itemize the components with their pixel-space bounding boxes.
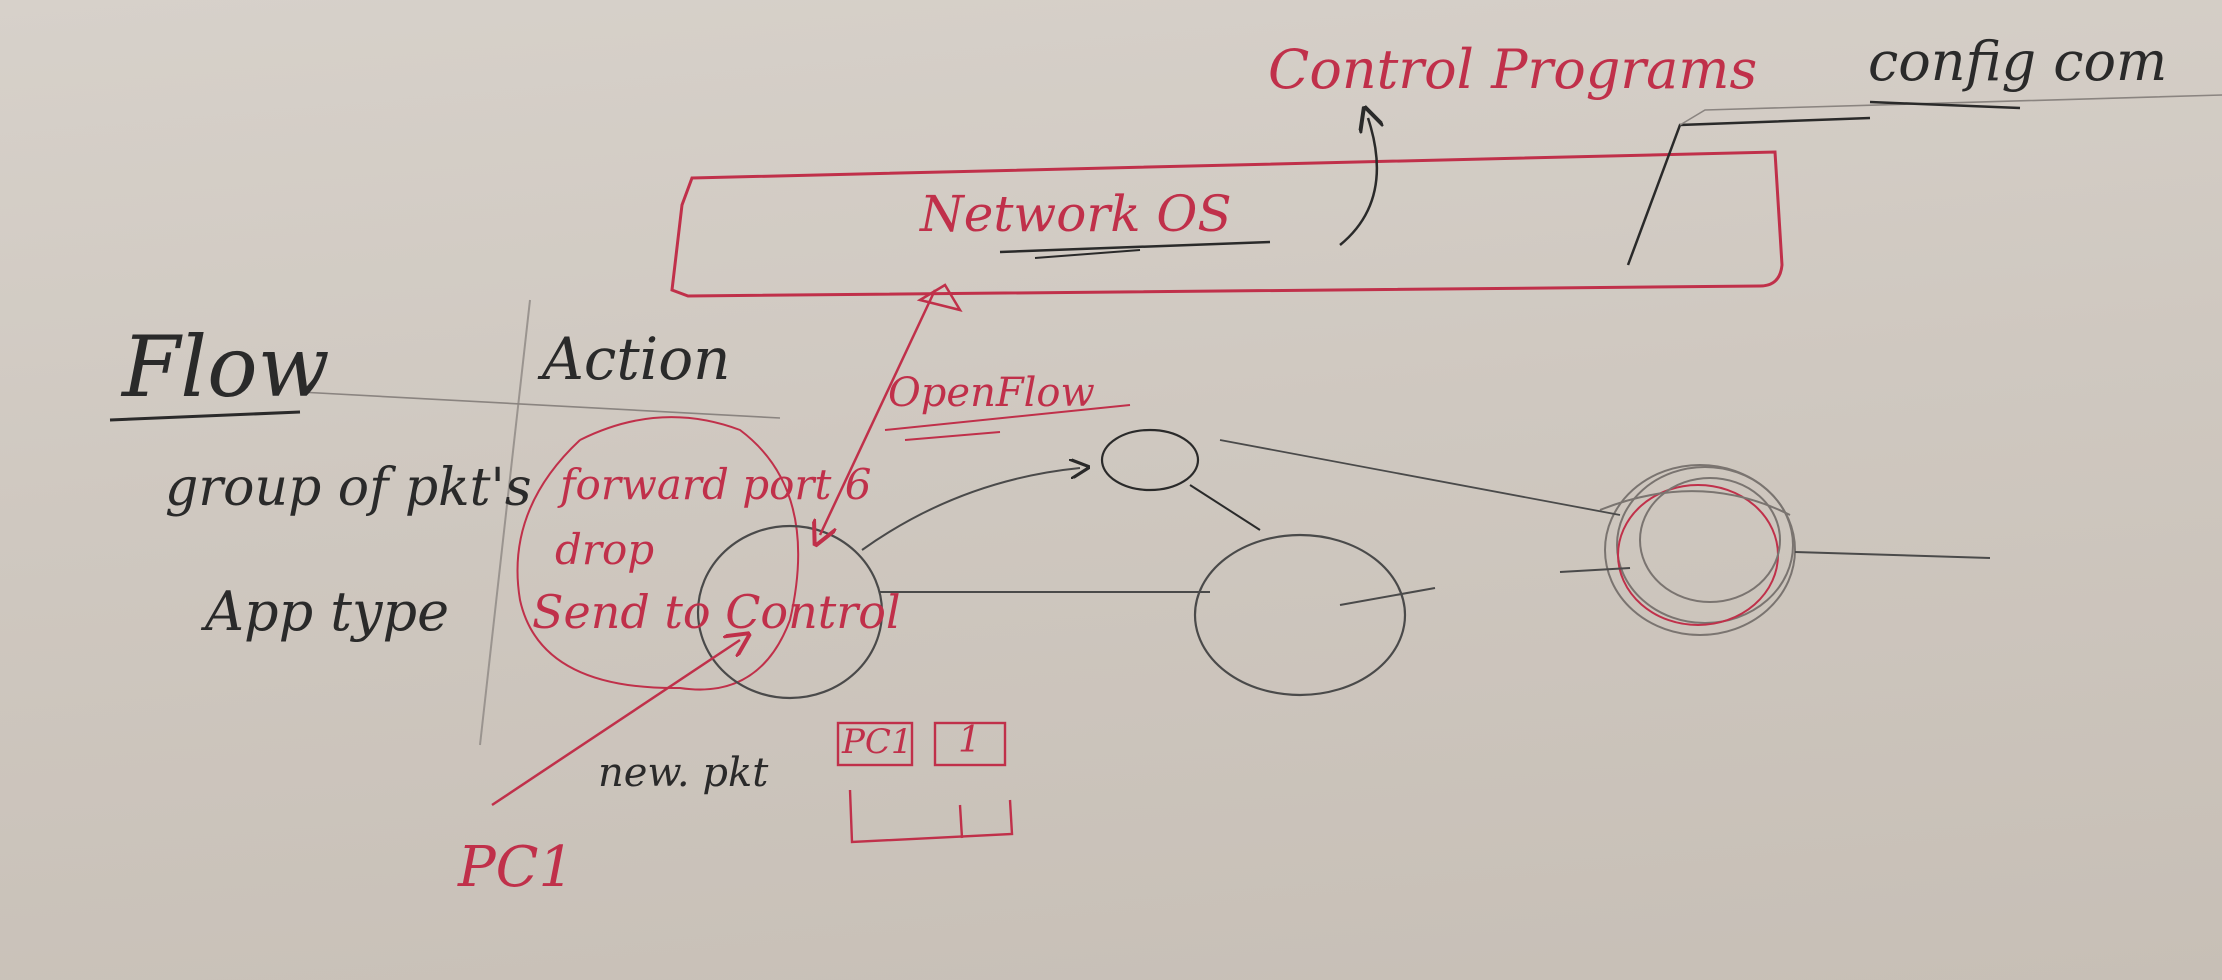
new-pkt-label: new. pkt	[598, 750, 769, 796]
network-os-box	[670, 150, 1784, 298]
action-drop: drop	[555, 525, 655, 574]
flow-entry-group-of-pkts: group of pkt's	[165, 458, 532, 518]
flow-table-divider	[479, 299, 531, 746]
control-programs-label: Control Programs	[1268, 38, 1758, 101]
config-command-label: config com	[1868, 30, 2168, 93]
network-os-label: Network OS	[920, 185, 1232, 243]
table-cell-pc1: PC1	[842, 722, 913, 762]
flow-column-header: Flow	[122, 318, 330, 416]
flow-entry-app-type: App type	[205, 580, 450, 643]
flow-entry-table	[836, 721, 1014, 844]
switch-node-3	[1193, 533, 1407, 697]
switch-node-2	[1100, 428, 1200, 492]
pc1-host-label: PC1	[458, 835, 575, 900]
switch-node-4	[1599, 464, 1796, 636]
switch-node-1	[696, 524, 884, 700]
table-cell-port: 1	[958, 720, 981, 761]
openflow-label: OpenFlow	[888, 370, 1095, 416]
new-pkt-arrow	[491, 640, 740, 807]
action-forward-port: forward port 6	[560, 460, 872, 509]
openflow-arrow	[820, 289, 937, 535]
action-send-to-control: Send to Control	[532, 585, 901, 639]
action-column-header: Action	[542, 325, 731, 393]
config-box	[1626, 116, 1871, 266]
